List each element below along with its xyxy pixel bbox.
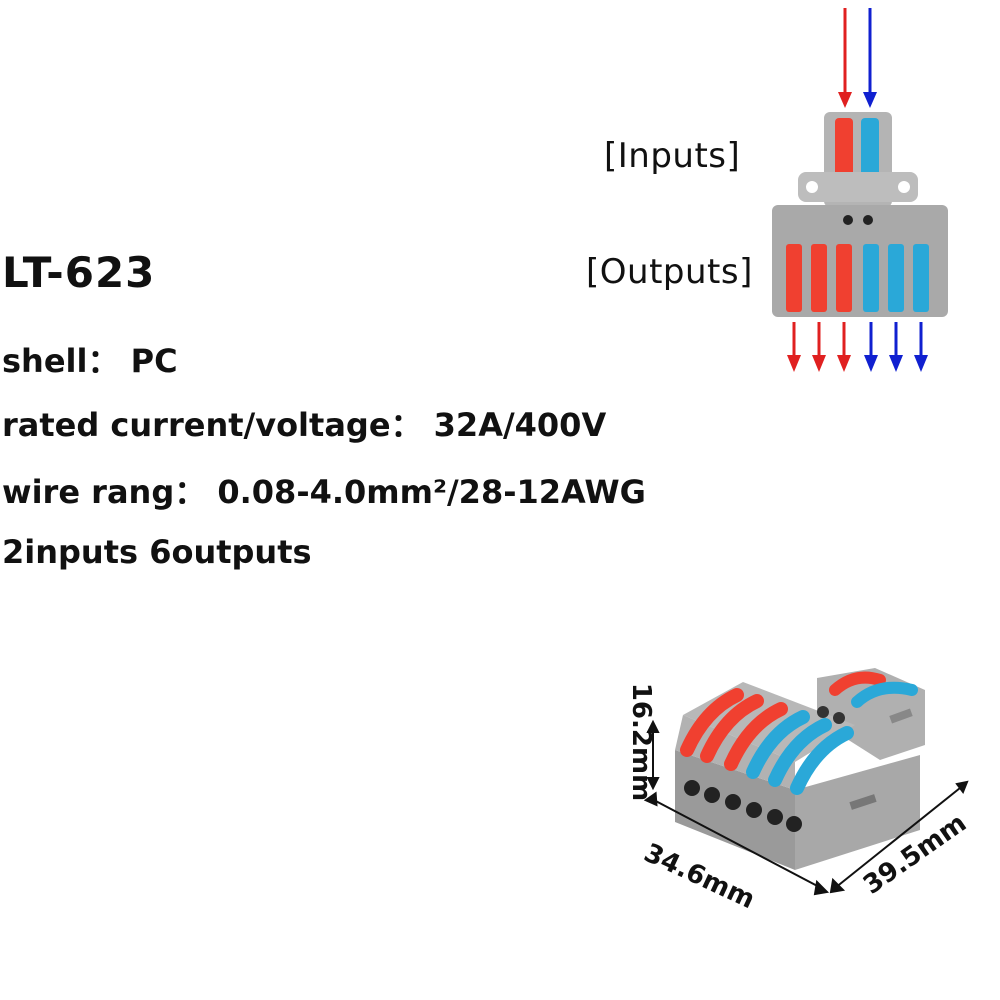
model-number: LT-623 xyxy=(2,248,156,297)
height-dimension: 16.2mm xyxy=(626,682,657,802)
shell-spec: shell： PC xyxy=(2,342,178,380)
wire-range-spec: wire rang： 0.08-4.0mm²/28-12AWG xyxy=(2,473,646,511)
output-block xyxy=(772,205,948,317)
main-body xyxy=(675,682,920,870)
io-spec: 2inputs 6outputs xyxy=(2,533,312,571)
inputs-label: [Inputs] xyxy=(604,136,741,176)
connector-front-diagram xyxy=(772,8,948,372)
input-arrows xyxy=(838,8,877,108)
rated-spec: rated current/voltage： 32A/400V xyxy=(2,406,607,444)
input-block xyxy=(798,112,918,207)
dimension-arrows xyxy=(643,719,969,896)
outputs-label: [Outputs] xyxy=(586,252,753,292)
output-arrows xyxy=(787,322,928,372)
connector-dimension-diagram xyxy=(643,668,969,896)
